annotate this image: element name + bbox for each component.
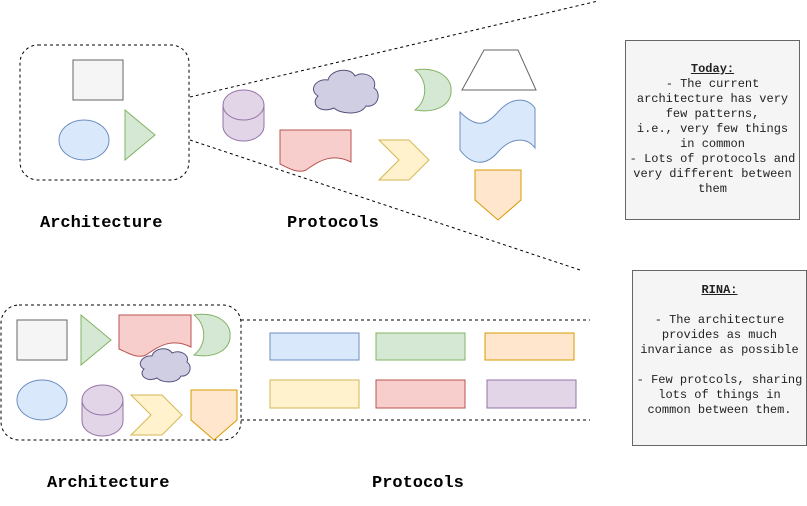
- bottom-protocol-rect-orange: [484, 332, 575, 361]
- bottom-cylinder-shape: [81, 384, 124, 437]
- top-square-shape: [72, 59, 124, 101]
- bottom-document-shape: [118, 314, 192, 357]
- rina-note-line: - Few protcols, sharing lots of things i…: [636, 373, 803, 417]
- top-ellipse-shape: [58, 119, 110, 161]
- funnel-line-top: [189, 0, 599, 98]
- rina-note-line: [636, 298, 803, 313]
- today-note-title: Today:: [690, 62, 735, 76]
- bottom-protocol-rect-red: [375, 379, 466, 409]
- today-note-line: - The current architecture has very few …: [636, 77, 796, 121]
- top-offpage-pentagon-shape: [474, 169, 522, 221]
- bottom-triangle-shape: [80, 313, 112, 367]
- top-crescent-shape: [413, 68, 452, 112]
- bottom-ellipse-shape: [16, 379, 68, 421]
- top-document-shape: [279, 129, 352, 172]
- rina-note: RINA: - The architecture provides as muc…: [632, 270, 807, 446]
- funnel-line-bottom: [189, 139, 581, 271]
- bottom-architecture-container: [0, 304, 242, 441]
- bottom-protocol-rect-purple: [486, 379, 577, 409]
- bottom-cloud-shape: [139, 348, 191, 383]
- bottom-architecture-label: Architecture: [47, 474, 170, 493]
- bottom-offpage-pentagon-shape: [190, 389, 238, 441]
- top-architecture-label: Architecture: [40, 214, 163, 233]
- today-note-line: - Lots of protocols and very different b…: [629, 152, 803, 196]
- rina-note-line: - The architecture provides as much inva…: [640, 313, 799, 357]
- top-trapezoid-shape: [461, 49, 537, 91]
- bottom-protocol-rect-green: [375, 332, 466, 361]
- top-protocols-label: Protocols: [287, 214, 379, 233]
- top-cylinder-shape: [222, 89, 265, 142]
- top-architecture-container: [19, 44, 190, 181]
- top-cloud-shape: [313, 69, 379, 114]
- bottom-protocol-rect-blue: [269, 332, 360, 361]
- top-step-arrow-shape: [377, 139, 430, 181]
- bottom-crescent-shape: [192, 313, 231, 357]
- bottom-protocols-label: Protocols: [372, 474, 464, 493]
- rina-note-line: [636, 358, 803, 373]
- bottom-square-shape: [16, 319, 68, 361]
- bottom-step-arrow-shape: [129, 394, 183, 436]
- top-triangle-shape: [124, 108, 156, 162]
- today-note: Today: - The current architecture has ve…: [625, 40, 800, 220]
- bottom-protocol-rect-yellow: [269, 379, 360, 409]
- top-tape-shape: [459, 99, 536, 163]
- today-note-line: i.e., very few things in common: [636, 122, 796, 151]
- rina-note-title: RINA:: [701, 283, 738, 297]
